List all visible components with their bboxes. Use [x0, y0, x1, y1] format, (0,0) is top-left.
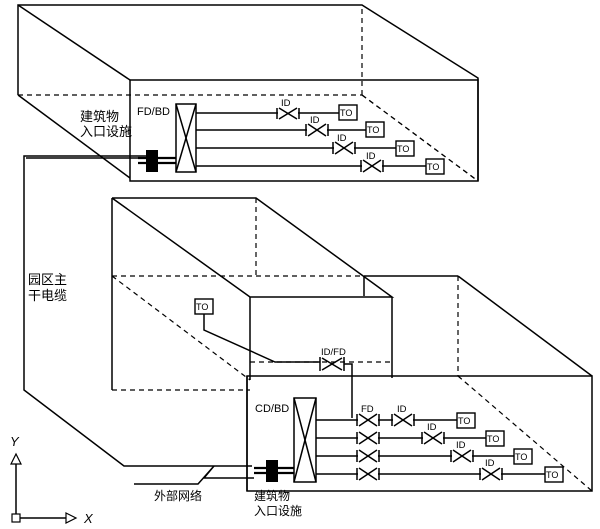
bottom-building-entry-label-line1: 建筑物	[254, 488, 290, 503]
top-to-outlet-2: TO	[365, 121, 385, 138]
bottom-to-label-2: TO	[487, 434, 499, 444]
bottom-id-switch-1	[391, 413, 415, 427]
top-id-switch-2	[305, 123, 329, 137]
top-to-outlet-1: TO	[338, 104, 358, 121]
top-id-label-2: ID	[310, 115, 320, 126]
top-to-label-3: TO	[397, 144, 409, 154]
top-to-label-4: TO	[427, 162, 439, 172]
top-to-label-2: TO	[367, 125, 379, 135]
bottom-building-entry-label-line2: 入口设施	[254, 504, 302, 518]
bottom-id-label-2: ID	[427, 422, 437, 433]
bottom-to-outlet-3: TO	[513, 448, 533, 465]
bottom-to-outlet-4: TO	[544, 466, 564, 483]
top-id-switch-3	[332, 141, 356, 155]
top-building	[17, 4, 479, 182]
top-id-label-3: ID	[337, 133, 347, 144]
campus-trunk-cable	[23, 155, 252, 467]
campus-trunk-label-line2: 干电缆	[28, 288, 67, 303]
top-id-label-4: ID	[366, 151, 376, 162]
bottom-to-label-1: TO	[458, 416, 470, 426]
axis-indicator: Y X	[10, 434, 94, 526]
id-fd-switch	[319, 357, 345, 371]
external-network-cable	[134, 465, 254, 485]
bottom-id-label-1: ID	[397, 404, 407, 415]
middle-cable	[203, 314, 320, 363]
top-horizontal-cables	[196, 112, 426, 167]
top-id-switch-1	[276, 107, 300, 120]
middle-to-outlet: TO	[194, 298, 214, 315]
bottom-id-switch-4	[479, 467, 503, 481]
fd-label: FD	[361, 404, 374, 415]
top-id-switch-4	[360, 159, 384, 173]
cd-bd-rack	[254, 397, 317, 483]
id-fd-label: ID/FD	[321, 347, 346, 358]
top-to-outlet-3: TO	[395, 140, 415, 157]
top-to-label-1: TO	[340, 108, 352, 118]
middle-to-label: TO	[196, 302, 208, 312]
y-axis-arrow-icon	[10, 452, 22, 465]
top-building-entry-label-line2: 入口设施	[80, 124, 132, 139]
cd-bd-label: CD/BD	[255, 403, 289, 415]
riser-cable	[344, 363, 353, 418]
bottom-to-label-4: TO	[546, 470, 558, 480]
x-axis-arrow-icon	[65, 512, 78, 524]
bottom-fd-switches	[356, 413, 380, 481]
fd-bd-label: FD/BD	[137, 106, 170, 118]
top-id-label-1: ID	[281, 98, 291, 109]
top-building-entry-label-line1: 建筑物	[80, 109, 119, 124]
external-network-label: 外部网络	[154, 488, 202, 503]
top-to-outlet-4: TO	[425, 158, 445, 175]
campus-trunk-label-line1: 园区主	[28, 272, 67, 287]
origin-box	[11, 513, 21, 523]
bottom-building	[246, 275, 593, 492]
axis-x-label: X	[83, 511, 94, 526]
bottom-horizontal-cables	[316, 419, 545, 475]
middle-building	[111, 197, 395, 391]
bottom-to-outlet-1: TO	[456, 412, 476, 429]
bottom-id-switch-3	[450, 449, 474, 463]
bottom-id-label-4: ID	[485, 458, 495, 469]
axis-y-label: Y	[10, 434, 20, 449]
bottom-id-switch-2	[421, 431, 445, 445]
bottom-to-outlet-2: TO	[485, 430, 505, 447]
bottom-to-label-3: TO	[515, 452, 527, 462]
bottom-id-label-3: ID	[456, 440, 466, 451]
